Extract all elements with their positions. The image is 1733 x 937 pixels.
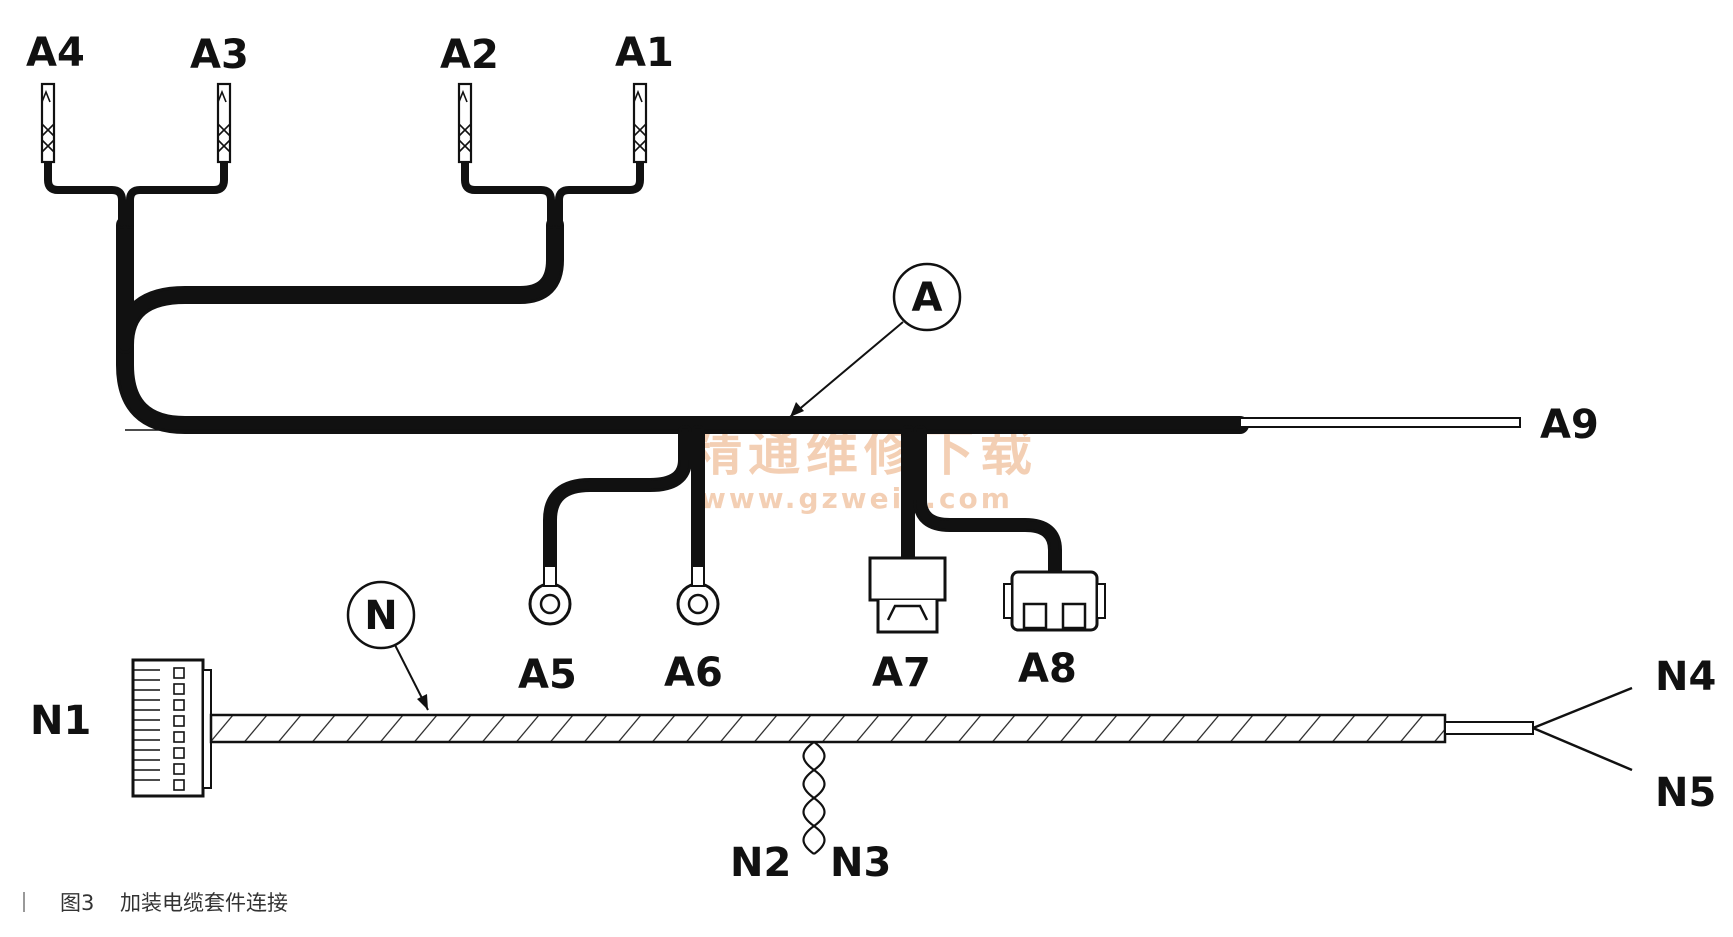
label-n5: N5 [1655, 770, 1716, 816]
a4-terminal [40, 82, 56, 164]
label-n4: N4 [1655, 654, 1716, 700]
callout-a-letter: A [912, 275, 943, 321]
label-a7: A7 [872, 650, 931, 696]
n2-n3-twisted-pair [802, 741, 826, 855]
n5-wire [1532, 726, 1633, 772]
label-a3: A3 [190, 32, 249, 78]
harness-a-main-trunk [116, 216, 1249, 434]
label-a6: A6 [664, 650, 723, 696]
label-a5: A5 [518, 652, 577, 698]
caption-text: 加装电缆套件连接 [120, 891, 288, 915]
label-a9: A9 [1540, 402, 1599, 448]
watermark: 精通维修下载 www.gzweix.com [690, 422, 1032, 515]
callout-n: N [346, 580, 429, 711]
a9-wire [1239, 417, 1521, 428]
caption-number: 图3 [60, 891, 94, 915]
a7-connector [868, 556, 947, 634]
harness-n-cable [209, 713, 1447, 744]
label-n1: N1 [30, 698, 91, 744]
n4-wire [1532, 686, 1633, 730]
callout-n-letter: N [364, 593, 397, 639]
harness-n: N N1 N2 N3 N4 N5 [30, 580, 1716, 886]
a3-terminal [216, 82, 232, 164]
label-a8: A8 [1018, 646, 1077, 692]
watermark-url: www.gzweix.com [700, 482, 1013, 515]
callout-a: A [789, 262, 962, 418]
label-a1: A1 [615, 30, 674, 76]
label-n3: N3 [830, 840, 891, 886]
n1-connector [131, 658, 212, 798]
figure-caption: 图3 加装电缆套件连接 [23, 891, 288, 915]
label-a2: A2 [440, 32, 499, 78]
a2-terminal [457, 82, 473, 164]
a8-connector [1003, 570, 1106, 632]
label-a4: A4 [26, 30, 85, 76]
label-n2: N2 [730, 840, 791, 886]
harness-a: A A4 A3 A2 A1 A9 A5 A6 A7 A8 [26, 30, 1599, 698]
a1-terminal [632, 82, 648, 164]
